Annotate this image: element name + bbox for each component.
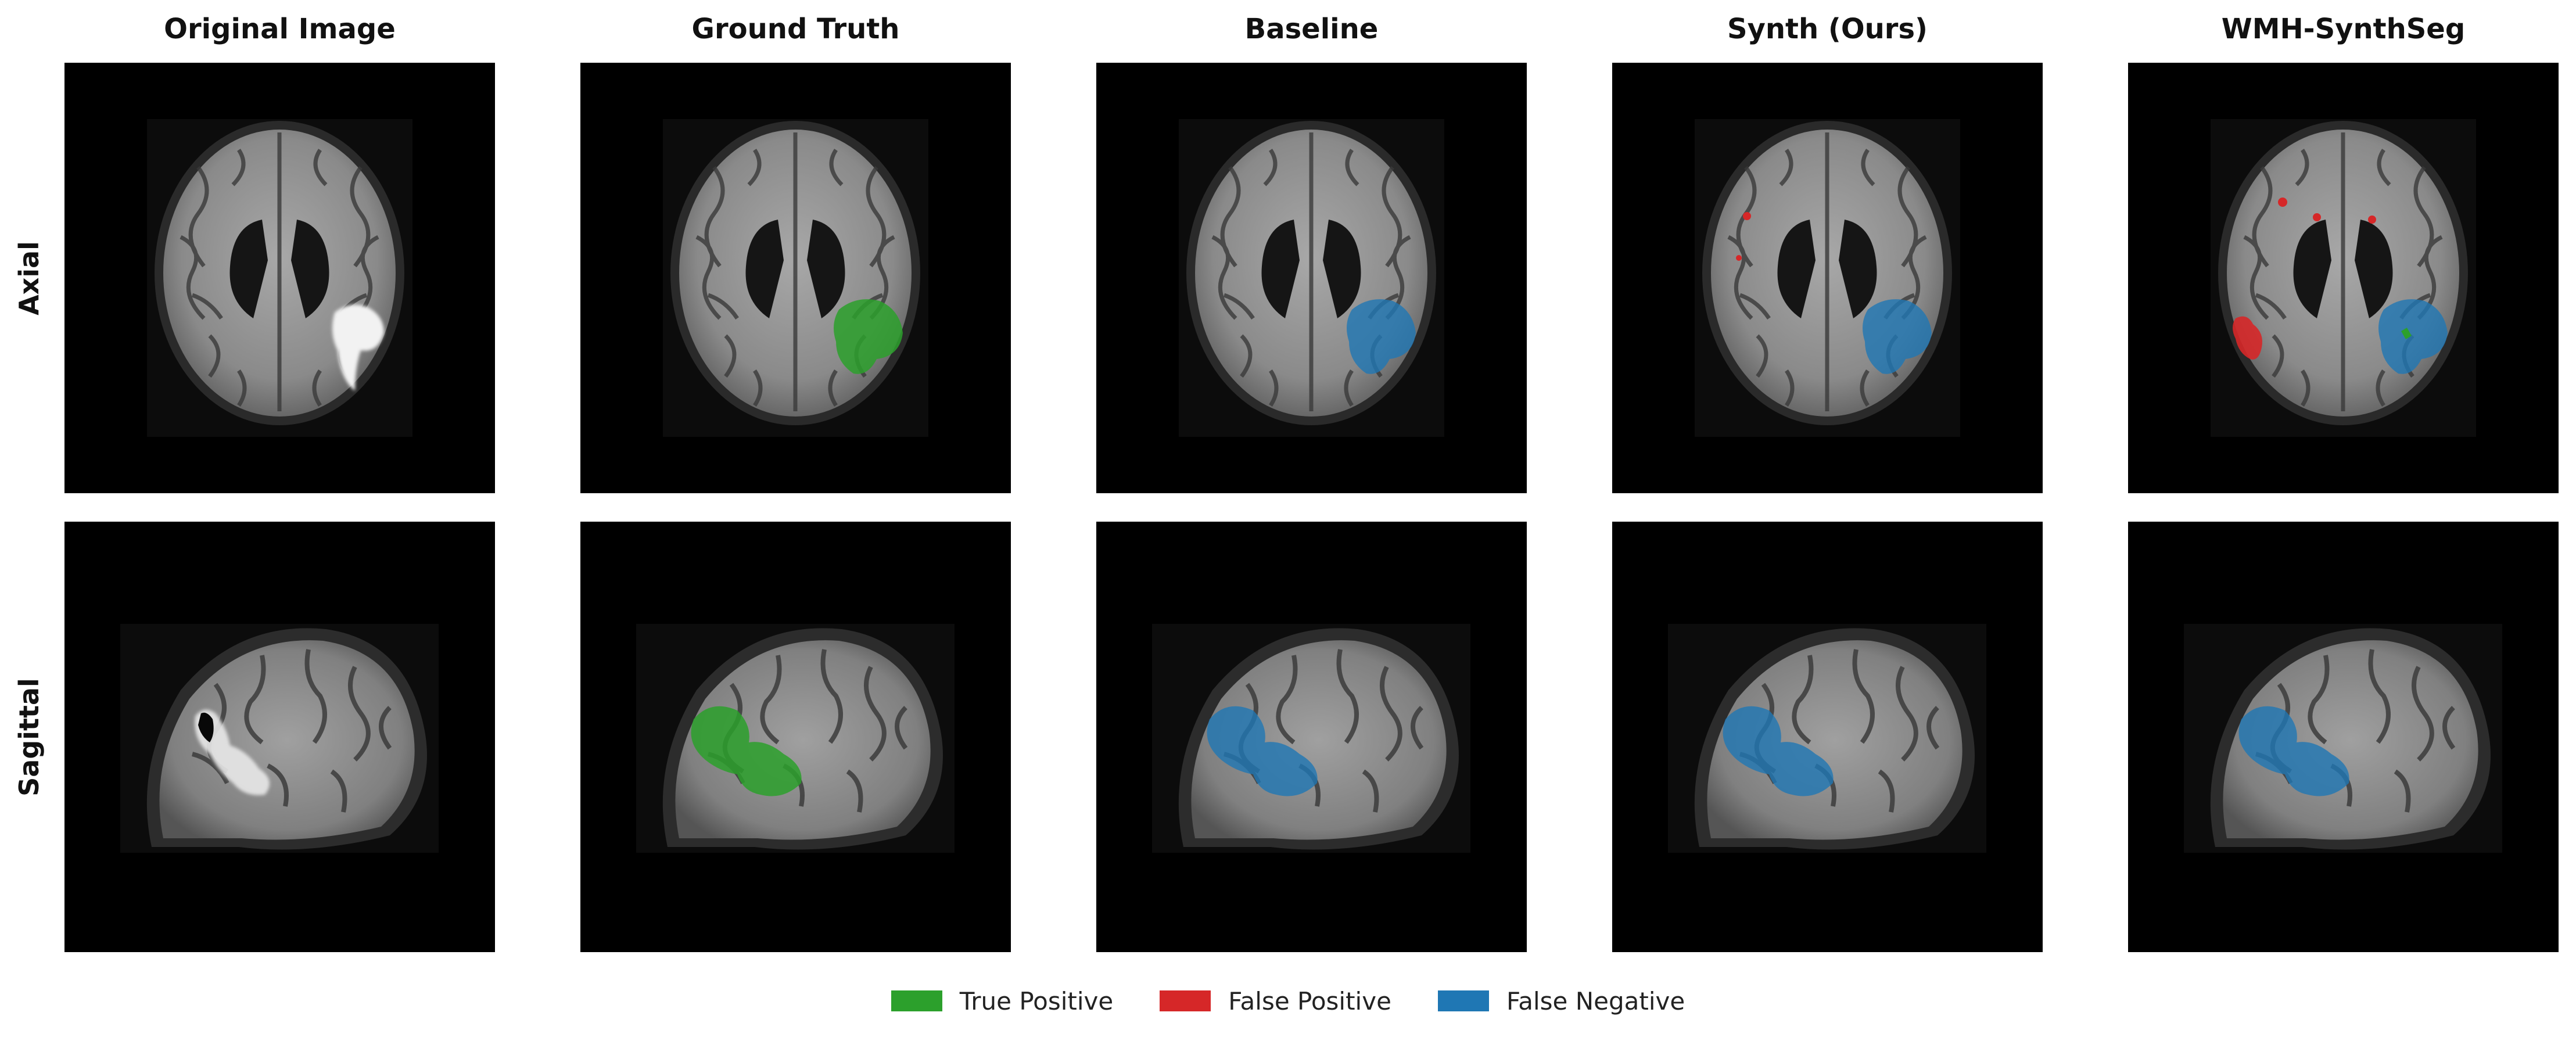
axial-gt-true-positive-region — [834, 299, 903, 374]
legend-item-true-positive: True Positive — [891, 987, 1113, 1015]
row-label-axial-text: Axial — [13, 240, 45, 315]
panel-sagittal-baseline — [1096, 522, 1527, 952]
legend-label-false-negative: False Negative — [1506, 986, 1685, 1015]
axial-baseline-false-negative-region — [1347, 299, 1416, 374]
legend-label-false-positive: False Positive — [1228, 986, 1391, 1015]
column-title-original-image: Original Image — [164, 13, 396, 45]
row-label-axial: Axial — [0, 63, 58, 493]
axial-wmh-false-positive-spot — [2313, 213, 2321, 221]
axial-synth-false-positive-spot — [1743, 212, 1751, 220]
legend-swatch-false-positive — [1160, 990, 1211, 1011]
axial-wmh-true-positive-spot — [2401, 328, 2412, 339]
legend: True Positive False Positive False Negat… — [0, 985, 2576, 1017]
panel-axial-ground-truth — [580, 63, 1011, 493]
panel-sagittal-synth — [1612, 522, 2043, 952]
column-title-baseline: Baseline — [1244, 13, 1379, 45]
row-label-sagittal: Sagittal — [0, 522, 58, 952]
axial-wmh-false-negative-region — [2378, 299, 2448, 374]
panel-axial-baseline — [1096, 63, 1527, 493]
sagittal-baseline-false-negative-region — [1207, 706, 1318, 796]
column-title-wmh-synthseg: WMH-SynthSeg — [2221, 13, 2466, 45]
axial-wmh-false-positive-region — [2233, 316, 2262, 360]
column-title-synth-ours: Synth (Ours) — [1727, 13, 1928, 45]
axial-wmh-false-positive-spot — [2368, 216, 2376, 224]
legend-swatch-true-positive — [891, 990, 942, 1011]
panel-sagittal-wmh-synthseg — [2128, 522, 2559, 952]
panel-axial-original — [64, 63, 495, 493]
panel-axial-wmh-synthseg — [2128, 63, 2559, 493]
legend-swatch-false-negative — [1437, 990, 1489, 1011]
sagittal-original-image — [64, 522, 495, 952]
axial-wmh-synthseg-image — [2128, 63, 2559, 493]
panel-axial-synth — [1612, 63, 2043, 493]
sagittal-synth-false-negative-region — [1723, 706, 1834, 796]
axial-ground-truth-image — [580, 63, 1011, 493]
panel-sagittal-original — [64, 522, 495, 952]
legend-item-false-positive: False Positive — [1160, 987, 1391, 1015]
axial-wmh-false-positive-spot — [2278, 198, 2287, 207]
axial-synth-false-positive-spot — [1736, 255, 1742, 261]
row-label-sagittal-text: Sagittal — [13, 677, 45, 796]
legend-label-true-positive: True Positive — [959, 986, 1114, 1015]
panel-sagittal-ground-truth — [580, 522, 1011, 952]
sagittal-baseline-image — [1096, 522, 1527, 952]
sagittal-gt-true-positive-region — [691, 706, 802, 796]
column-title-ground-truth: Ground Truth — [691, 13, 900, 45]
sagittal-wmh-false-negative-region — [2238, 706, 2349, 796]
axial-baseline-image — [1096, 63, 1527, 493]
legend-item-false-negative: False Negative — [1437, 986, 1685, 1015]
sagittal-synth-image — [1612, 522, 2043, 952]
axial-synth-image — [1612, 63, 2043, 493]
sagittal-ground-truth-image — [580, 522, 1011, 952]
axial-synth-false-negative-region — [1863, 299, 1932, 374]
axial-original-image — [64, 63, 495, 493]
sagittal-wmh-synthseg-image — [2128, 522, 2559, 952]
